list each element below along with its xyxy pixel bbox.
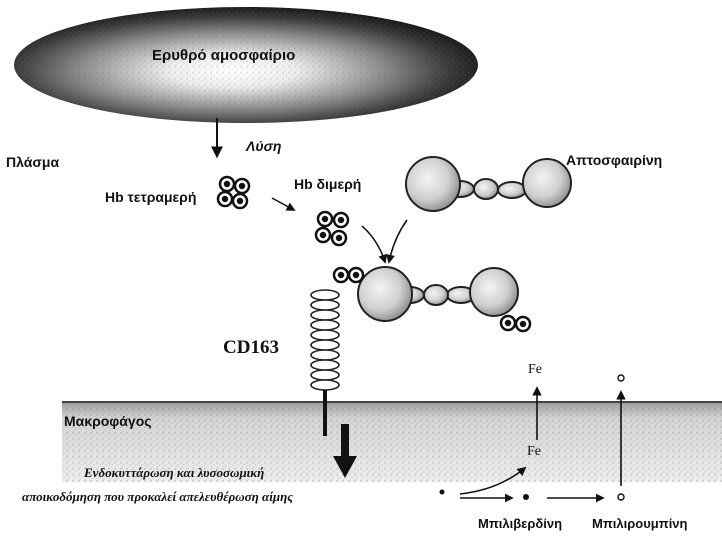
biliverdin-label: Μπιλιβερδίνη <box>478 516 562 531</box>
hb-tetramer-label: Hb τετραμερή <box>105 189 196 205</box>
lysis-label: Λύση <box>246 138 281 154</box>
macrophage-label: Μακροφάγος <box>64 413 152 429</box>
erythrocyte-cell <box>14 7 478 123</box>
plasma-label: Πλάσμα <box>6 154 59 170</box>
endocytosis-text-line2: αποικοδόμηση που προκαλεί απελευθέρωση α… <box>22 489 293 505</box>
haptoglobin-label: Απτοσφαιρίνη <box>566 152 662 168</box>
bilirubin-dot-top <box>618 375 624 381</box>
heme-dot <box>440 490 445 495</box>
cd163-receptor <box>311 290 339 390</box>
biliverdin-dot <box>523 494 529 500</box>
hb-tetramer-icon <box>218 177 249 208</box>
endocytosis-text-line1: Ενδοκυττάρωση και λυσοσωμική <box>84 465 264 481</box>
dissociation-arrow <box>272 198 294 210</box>
fe-top-label: Fe <box>528 362 542 378</box>
bilirubin-label: Μπιλιρουμπίνη <box>592 516 687 531</box>
hb-dimer-icon <box>316 212 348 245</box>
hb-dimer-label: Hb διμερή <box>294 176 361 192</box>
cd163-label: CD163 <box>223 337 279 359</box>
erythrocyte-label: Ερυθρό αμοσφαίριο <box>152 47 295 64</box>
hb-haptoglobin-complex <box>334 267 530 331</box>
fe-inner-label: Fe <box>527 444 541 460</box>
binding-arrow-left <box>362 226 385 262</box>
bilirubin-dot <box>618 494 624 500</box>
haptoglobin-icon <box>406 157 571 211</box>
binding-arrow-right <box>389 220 407 262</box>
